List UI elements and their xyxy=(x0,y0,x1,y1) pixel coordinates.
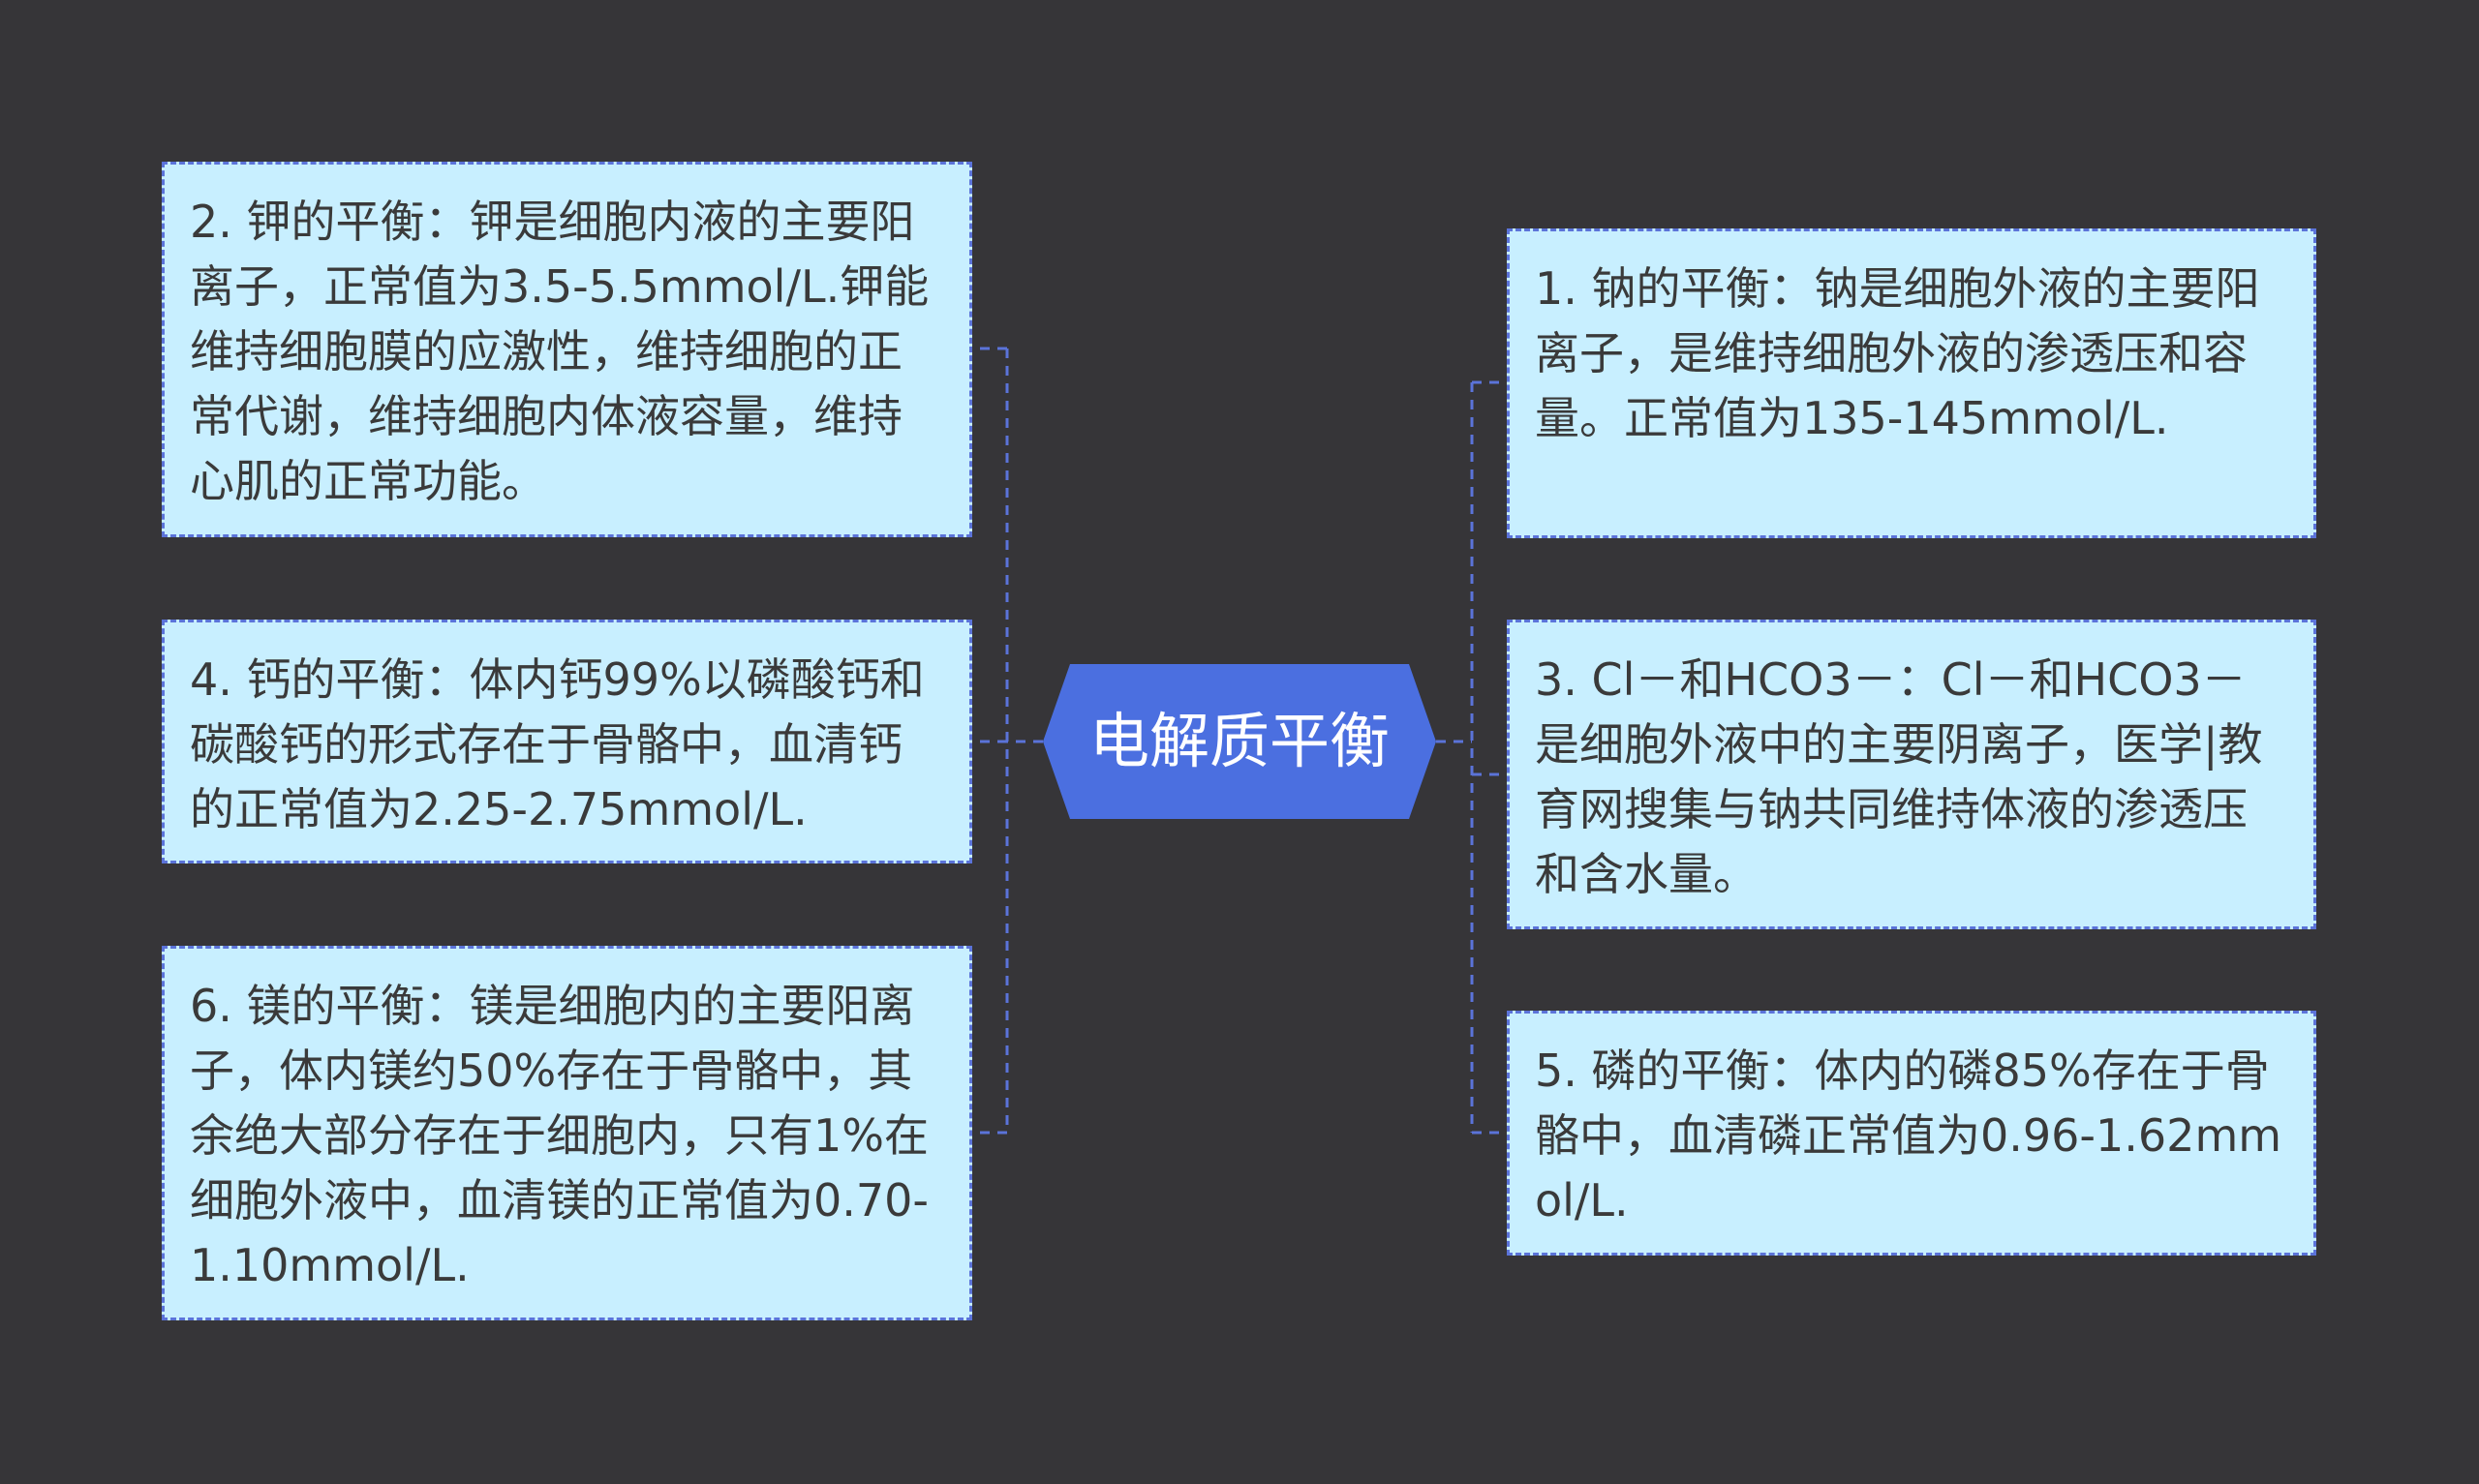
topic-sodium-text: 1. 钠的平衡：钠是细胞外液的主要阳离子，是维持细胞外液的渗透压和容量。正常值为… xyxy=(1535,262,2260,444)
central-topic[interactable]: 电解质平衡 xyxy=(1043,664,1436,819)
topic-calcium-text: 4. 钙的平衡：体内钙99%以磷酸钙和碳酸钙的形式存在于骨骼中，血清钙的正常值为… xyxy=(190,653,925,835)
central-topic-title: 电解质平衡 xyxy=(1088,706,1390,776)
topic-calcium-balance[interactable]: 4. 钙的平衡：体内钙99%以磷酸钙和碳酸钙的形式存在于骨骼中，血清钙的正常值为… xyxy=(162,620,972,863)
topic-magnesium-text: 6. 镁的平衡：镁是细胞内的主要阳离子，体内镁约50%存在于骨骼中，其余绝大部分… xyxy=(190,980,930,1291)
topic-chloride-bicarbonate-text: 3. Cl－和HCO3－：Cl－和HCO3－是细胞外液中的主要阴离子，医学|教育… xyxy=(1535,653,2263,900)
central-topic-shape xyxy=(1043,664,1436,819)
topic-potassium-text: 2. 钾的平衡：钾是细胞内液的主要阳离子，正常值为3.5-5.5mmol/L.钾… xyxy=(190,196,930,507)
topic-phosphorus-balance[interactable]: 5. 磷的平衡：体内的磷85%存在于骨骼中，血清磷正常值为0.96-1.62mm… xyxy=(1507,1011,2316,1256)
topic-phosphorus-text: 5. 磷的平衡：体内的磷85%存在于骨骼中，血清磷正常值为0.96-1.62mm… xyxy=(1535,1045,2282,1227)
topic-sodium-balance[interactable]: 1. 钠的平衡：钠是细胞外液的主要阳离子，是维持细胞外液的渗透压和容量。正常值为… xyxy=(1507,228,2316,538)
topic-potassium-balance[interactable]: 2. 钾的平衡：钾是细胞内液的主要阳离子，正常值为3.5-5.5mmol/L.钾… xyxy=(162,162,972,537)
topic-chloride-bicarbonate[interactable]: 3. Cl－和HCO3－：Cl－和HCO3－是细胞外液中的主要阴离子，医学|教育… xyxy=(1507,620,2316,929)
topic-magnesium-balance[interactable]: 6. 镁的平衡：镁是细胞内的主要阳离子，体内镁约50%存在于骨骼中，其余绝大部分… xyxy=(162,946,972,1320)
